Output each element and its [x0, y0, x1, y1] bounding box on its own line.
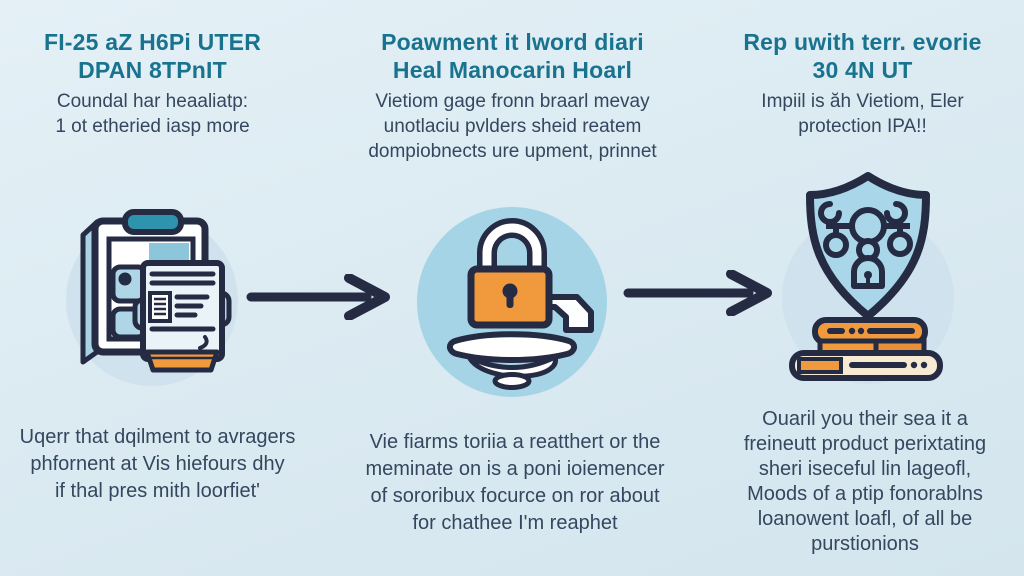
step-1-header: FI-25 aZ H6Pi UTER DPAN 8TPnIT Coundal h…: [5, 28, 300, 139]
clipboard-document-icon: [55, 205, 250, 400]
step-3-caption: Ouaril you their sea it a freineutt prod…: [743, 408, 987, 555]
step-3-header: Rep uwith terr. evorie 30 4N UT Impiil i…: [700, 28, 1024, 139]
padlock-svg: [417, 207, 607, 397]
right-arrow-icon: [623, 269, 772, 317]
step-1-title: FI-25 aZ H6Pi UTER DPAN 8TPnIT: [43, 29, 262, 83]
step-3-subtitle: Impiil is ăh Vietiom, Eler protection IP…: [761, 91, 964, 137]
step-1-subtitle: Coundal har heaaliatp: 1 ot etheried ias…: [55, 91, 250, 137]
shield-network-books-svg: [782, 172, 954, 384]
flow-arrow-2: [622, 269, 777, 317]
right-arrow-icon: [246, 273, 390, 321]
step-1-caption: Uqerr that dqilment to avragers phfornen…: [19, 426, 296, 502]
shield-network-books-icon: [768, 168, 964, 392]
step-2-title: Poawment it lword diari Heal Manocarin H…: [381, 29, 644, 83]
step-2-header: Poawment it lword diari Heal Manocarin H…: [330, 28, 695, 164]
step-2-subtitle: Vietiom gage fronn braarl mevay unotlaci…: [368, 91, 657, 162]
padlock-icon: [415, 205, 610, 400]
clipboard-document-svg: [66, 209, 238, 386]
flow-arrow-1: [245, 273, 395, 321]
step-3-title: Rep uwith terr. evorie 30 4N UT: [743, 29, 982, 83]
step-2-caption: Vie fiarms toriia a reatthert or the mem…: [365, 431, 665, 534]
